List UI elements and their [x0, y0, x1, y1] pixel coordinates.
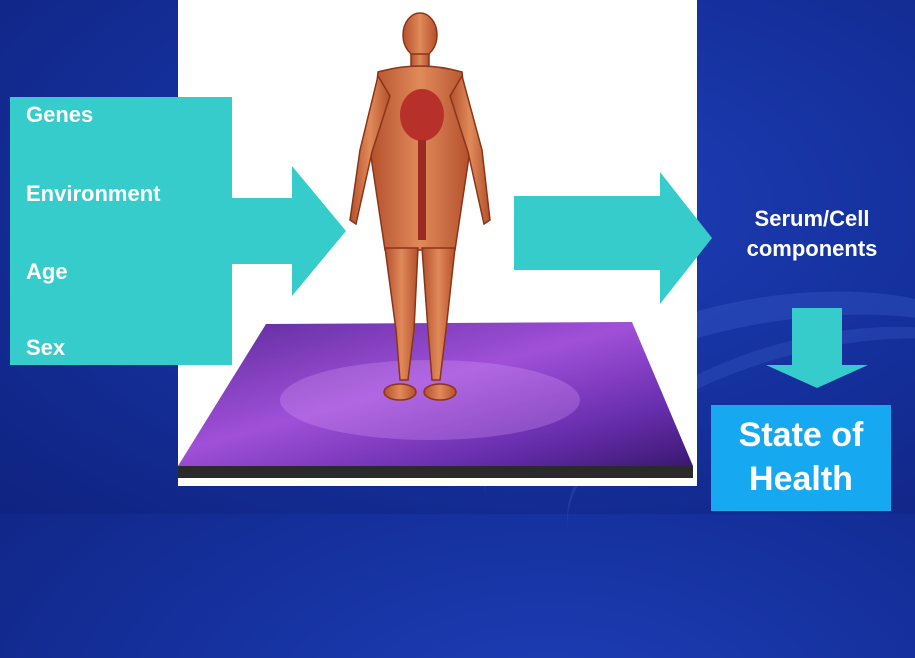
- serum-line-1: Serum/Cell: [712, 204, 912, 234]
- state-of-health-box: State of Health: [711, 405, 891, 511]
- health-line-1: State of: [711, 413, 891, 457]
- factor-environment: Environment: [26, 181, 160, 207]
- factors-box: Genes Environment Age Sex: [10, 97, 232, 365]
- down-arrow-icon: [766, 308, 868, 388]
- factor-genes: Genes: [26, 102, 93, 128]
- factor-sex: Sex: [26, 335, 65, 361]
- output-arrow-icon: [514, 172, 712, 304]
- input-arrow-icon: [232, 166, 346, 296]
- serum-components-label: Serum/Cell components: [712, 204, 912, 264]
- health-line-2: Health: [711, 457, 891, 501]
- factor-age: Age: [26, 259, 68, 285]
- serum-line-2: components: [712, 234, 912, 264]
